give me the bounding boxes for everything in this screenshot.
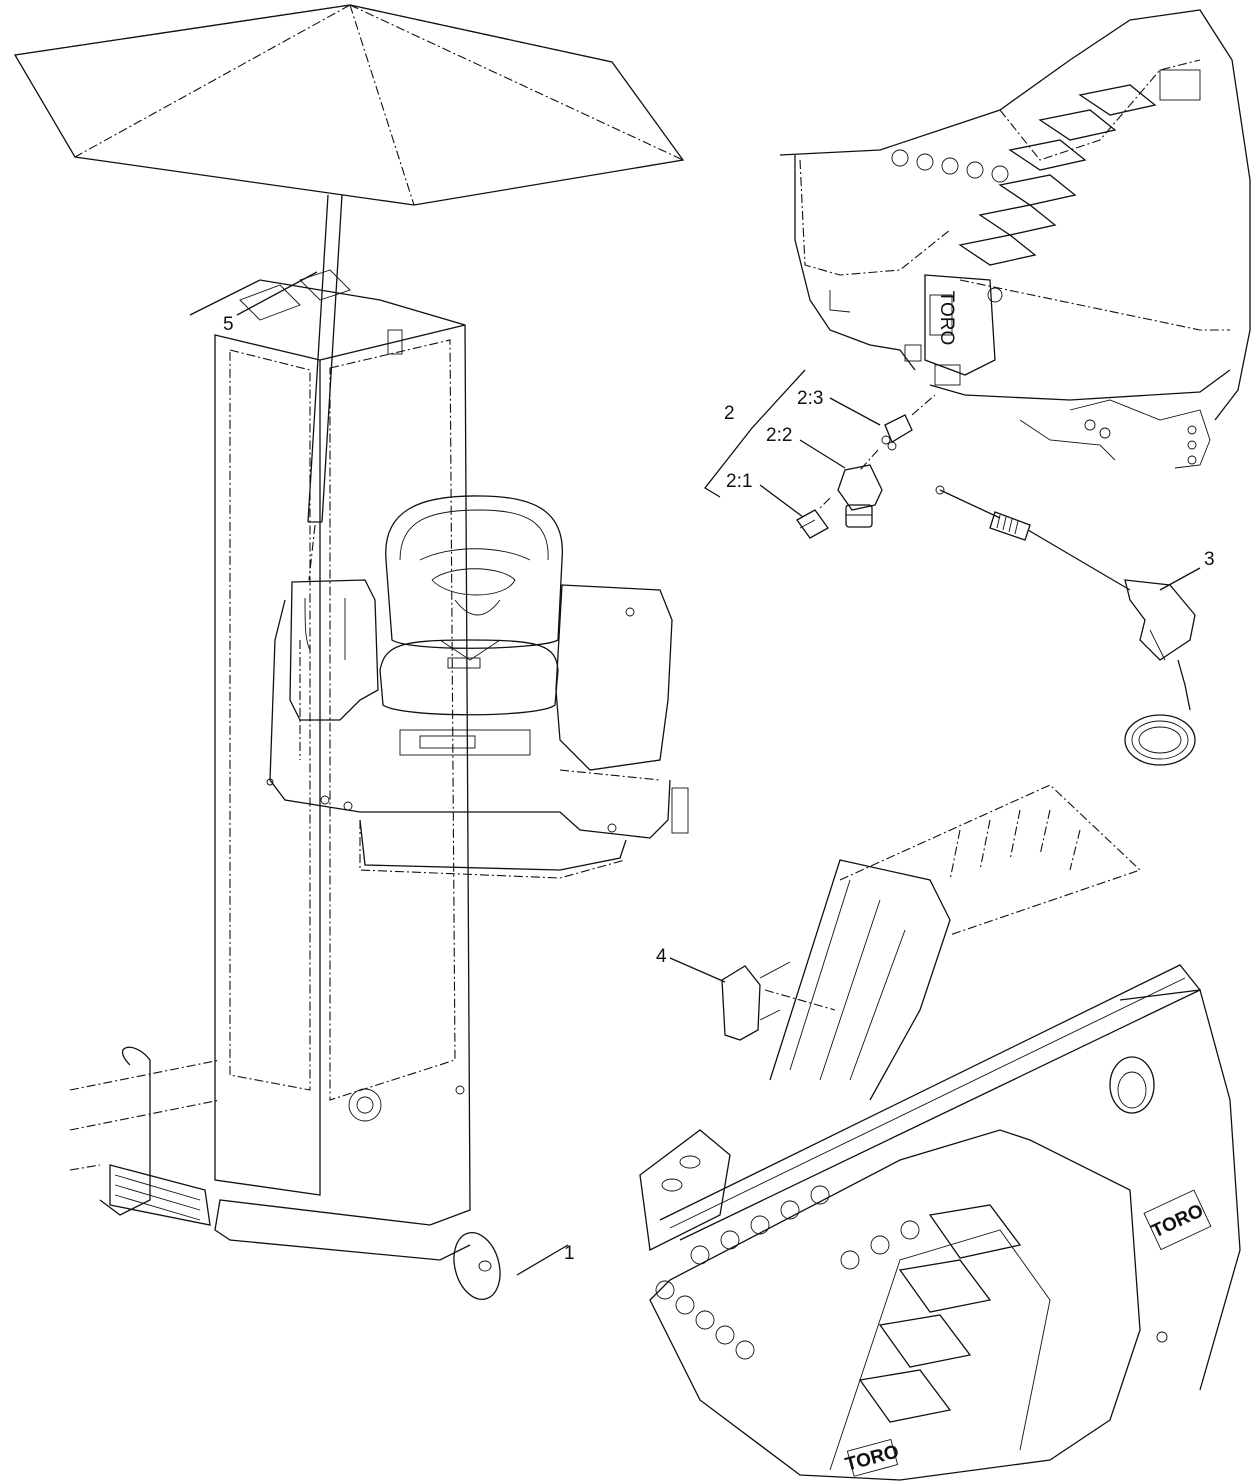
control-box: [639, 1129, 731, 1251]
leader-4: [669, 957, 726, 983]
leader-3: [1159, 567, 1201, 591]
seat-cushion: [379, 639, 559, 716]
drag-chain: [655, 1185, 920, 1360]
wand-lance: [1027, 529, 1131, 591]
seat-back: [385, 495, 564, 649]
spray-wand: [935, 485, 1196, 766]
cab-outline: [779, 9, 1251, 421]
cabinet: [69, 269, 501, 1300]
bracket-4: [721, 961, 836, 1041]
tank-body: [649, 1129, 1141, 1481]
leader-lines: [236, 271, 1201, 1276]
toro-logo-tank: TORO: [1148, 1200, 1206, 1242]
callout-3: 3: [1204, 549, 1215, 570]
fill-cap: [1109, 1056, 1155, 1114]
fitting-2-1: [796, 509, 829, 539]
wand-grip: [989, 511, 1031, 541]
base-outline: [269, 599, 671, 839]
umbrella-canopy: [13, 4, 685, 206]
wand-trigger-gun: [1124, 579, 1196, 661]
umbrella: [13, 4, 685, 581]
umbrella-ribs: [14, 4, 684, 206]
fitting-2-2: [837, 464, 883, 528]
callout-2-2: 2:2: [766, 425, 792, 446]
left-pod: [289, 579, 379, 721]
pump: [348, 1088, 382, 1122]
fitting-2-3: [881, 414, 913, 451]
toro-logo-tank-badge: [1143, 1189, 1212, 1251]
callout-5: 5: [223, 314, 234, 335]
seat-assembly: [266, 495, 689, 879]
base-lower: [359, 819, 627, 871]
callout-2-3: 2:3: [797, 388, 823, 409]
callout-4: 4: [656, 946, 667, 967]
hose-line: [1177, 659, 1191, 711]
toro-logo-tank-lower: TORO: [843, 1441, 901, 1475]
hose-reel: [109, 1164, 211, 1226]
bracket-2: [704, 369, 806, 498]
tank-chassis: TORO TORO: [639, 784, 1241, 1481]
clear-panel: [839, 784, 1142, 936]
leader-2-2: [799, 439, 846, 469]
callout-2: 2: [724, 403, 735, 424]
track-rollers: [891, 149, 1009, 183]
access-panel: [924, 274, 996, 376]
rail: [659, 964, 1202, 1241]
seat-bracket: [399, 729, 531, 756]
leader-5: [236, 271, 318, 316]
tread-blocks: [958, 84, 1157, 266]
leader-2-1: [759, 484, 804, 518]
umbrella-pole-centerline: [308, 524, 316, 581]
wheel: [453, 1232, 501, 1300]
cabinet-door: [329, 339, 456, 1101]
callout-2-1: 2:1: [726, 471, 752, 492]
cabinet-left-face: [214, 334, 321, 1196]
hose-coil: [1124, 714, 1196, 766]
wand-tip: [939, 489, 1001, 519]
callout-1: 1: [564, 1243, 575, 1264]
machine-cab: TORO: [779, 9, 1251, 469]
right-pod: [555, 584, 673, 771]
toro-logo-badge: [929, 294, 953, 336]
toro-logo-cab: TORO: [936, 291, 957, 346]
leader-1: [516, 1244, 569, 1276]
boom-arm: [769, 859, 951, 1101]
leader-2-3: [829, 397, 881, 426]
handle-bar: [99, 1046, 151, 1216]
